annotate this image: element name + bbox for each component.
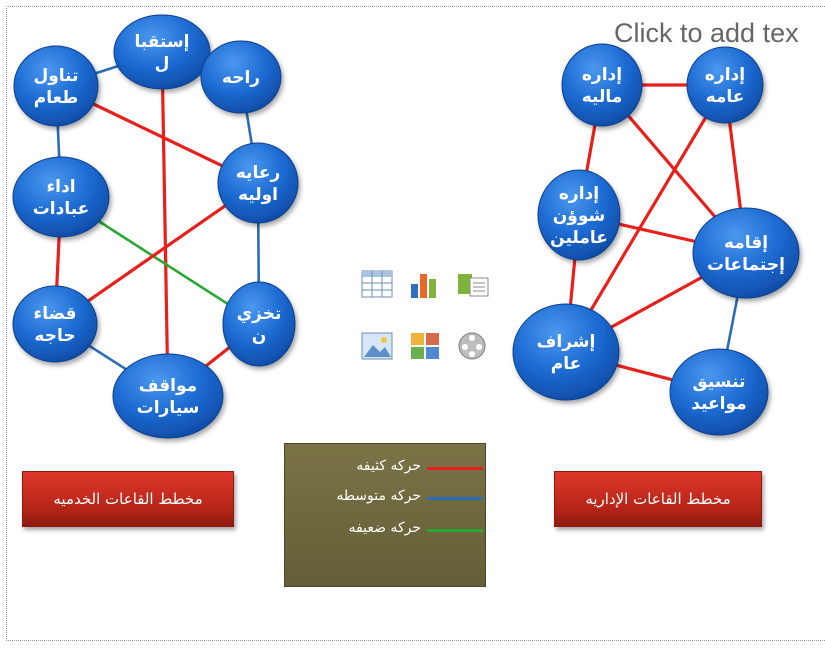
node-label: إقامه	[724, 233, 768, 253]
node-shape	[692, 207, 800, 299]
node-shape	[112, 353, 224, 439]
node-label: ماليه	[582, 87, 623, 107]
node-shape	[669, 348, 769, 436]
node-label: مواعيد	[691, 394, 746, 414]
node-shape	[561, 43, 643, 127]
node-label: عاملين	[550, 228, 608, 248]
picture-icon[interactable]	[360, 330, 394, 362]
legend-label: حركه كثيفه	[356, 458, 421, 474]
legend-box: حركه كثيفه حركه متوسطه حركه ضعيفه	[284, 443, 486, 587]
legend-swatch-blue	[427, 497, 483, 500]
node-label: إداره	[582, 65, 622, 85]
node-shape	[686, 46, 764, 124]
node-label: إداره	[559, 184, 599, 204]
left-diagram-caption: مخطط القاعات الخدميه	[22, 471, 234, 527]
edge-reception-parking	[160, 51, 170, 397]
node-label: عامه	[706, 87, 745, 107]
smartart-icon[interactable]	[456, 268, 490, 300]
node-label: مواقف	[139, 376, 197, 396]
node-label: ن	[252, 326, 267, 346]
slide-frame	[6, 6, 825, 641]
node-label: قضاء	[34, 304, 77, 324]
edge-general-supervision	[564, 84, 727, 353]
node-shape	[13, 45, 99, 127]
node-shape	[537, 169, 621, 261]
node-shape	[12, 156, 110, 238]
table-icon[interactable]	[360, 268, 394, 300]
media-icon[interactable]	[456, 330, 490, 362]
node-label: إشراف	[537, 332, 596, 352]
node-label: رعايه	[236, 163, 280, 183]
node-label: إستقبا	[134, 32, 189, 52]
node-label: إجتماعات	[707, 255, 785, 275]
legend-swatch-green	[427, 529, 483, 532]
node-label: تخزي	[237, 304, 282, 324]
node-label: عبادات	[33, 199, 90, 219]
legend-label: حركه متوسطه	[336, 488, 421, 504]
nodes-layer: إستقبالتناولطعامراحهاداءعباداترعايهاوليه…	[12, 14, 800, 439]
node-shape	[222, 281, 296, 367]
legend-item-strong: حركه كثيفه	[285, 458, 485, 478]
right-diagram-caption: مخطط القاعات الإداريه	[554, 471, 762, 527]
click-to-add-text-placeholder[interactable]: Click to add tex	[614, 18, 799, 48]
node-label: شوؤن	[553, 206, 605, 226]
node-label: تناول	[33, 66, 78, 86]
node-label: اوليه	[238, 185, 278, 205]
clipart-icon[interactable]	[408, 330, 442, 362]
node-shape	[12, 285, 98, 363]
node-label: ل	[155, 54, 170, 74]
node-shape	[512, 303, 620, 401]
node-label: اداء	[46, 177, 75, 197]
legend-item-medium: حركه متوسطه	[285, 488, 485, 508]
node-shape	[200, 40, 282, 114]
node-shape	[217, 142, 299, 224]
edge-firstaid-toilet	[54, 181, 259, 326]
node-label: عام	[551, 354, 581, 374]
node-shape	[113, 14, 211, 90]
node-label: راحه	[222, 68, 260, 88]
node-label: تنسيق	[693, 372, 746, 392]
node-label: سيارات	[137, 398, 200, 418]
legend-label: حركه ضعيفه	[348, 520, 421, 536]
content-placeholder-icons	[360, 268, 495, 380]
chart-icon[interactable]	[408, 268, 442, 300]
node-label: حاجه	[34, 326, 75, 346]
node-label: طعام	[34, 88, 78, 108]
node-rest[interactable]: راحه	[200, 40, 282, 114]
legend-swatch-red	[427, 467, 483, 470]
legend-item-weak: حركه ضعيفه	[285, 520, 485, 540]
node-label: إداره	[705, 65, 745, 85]
